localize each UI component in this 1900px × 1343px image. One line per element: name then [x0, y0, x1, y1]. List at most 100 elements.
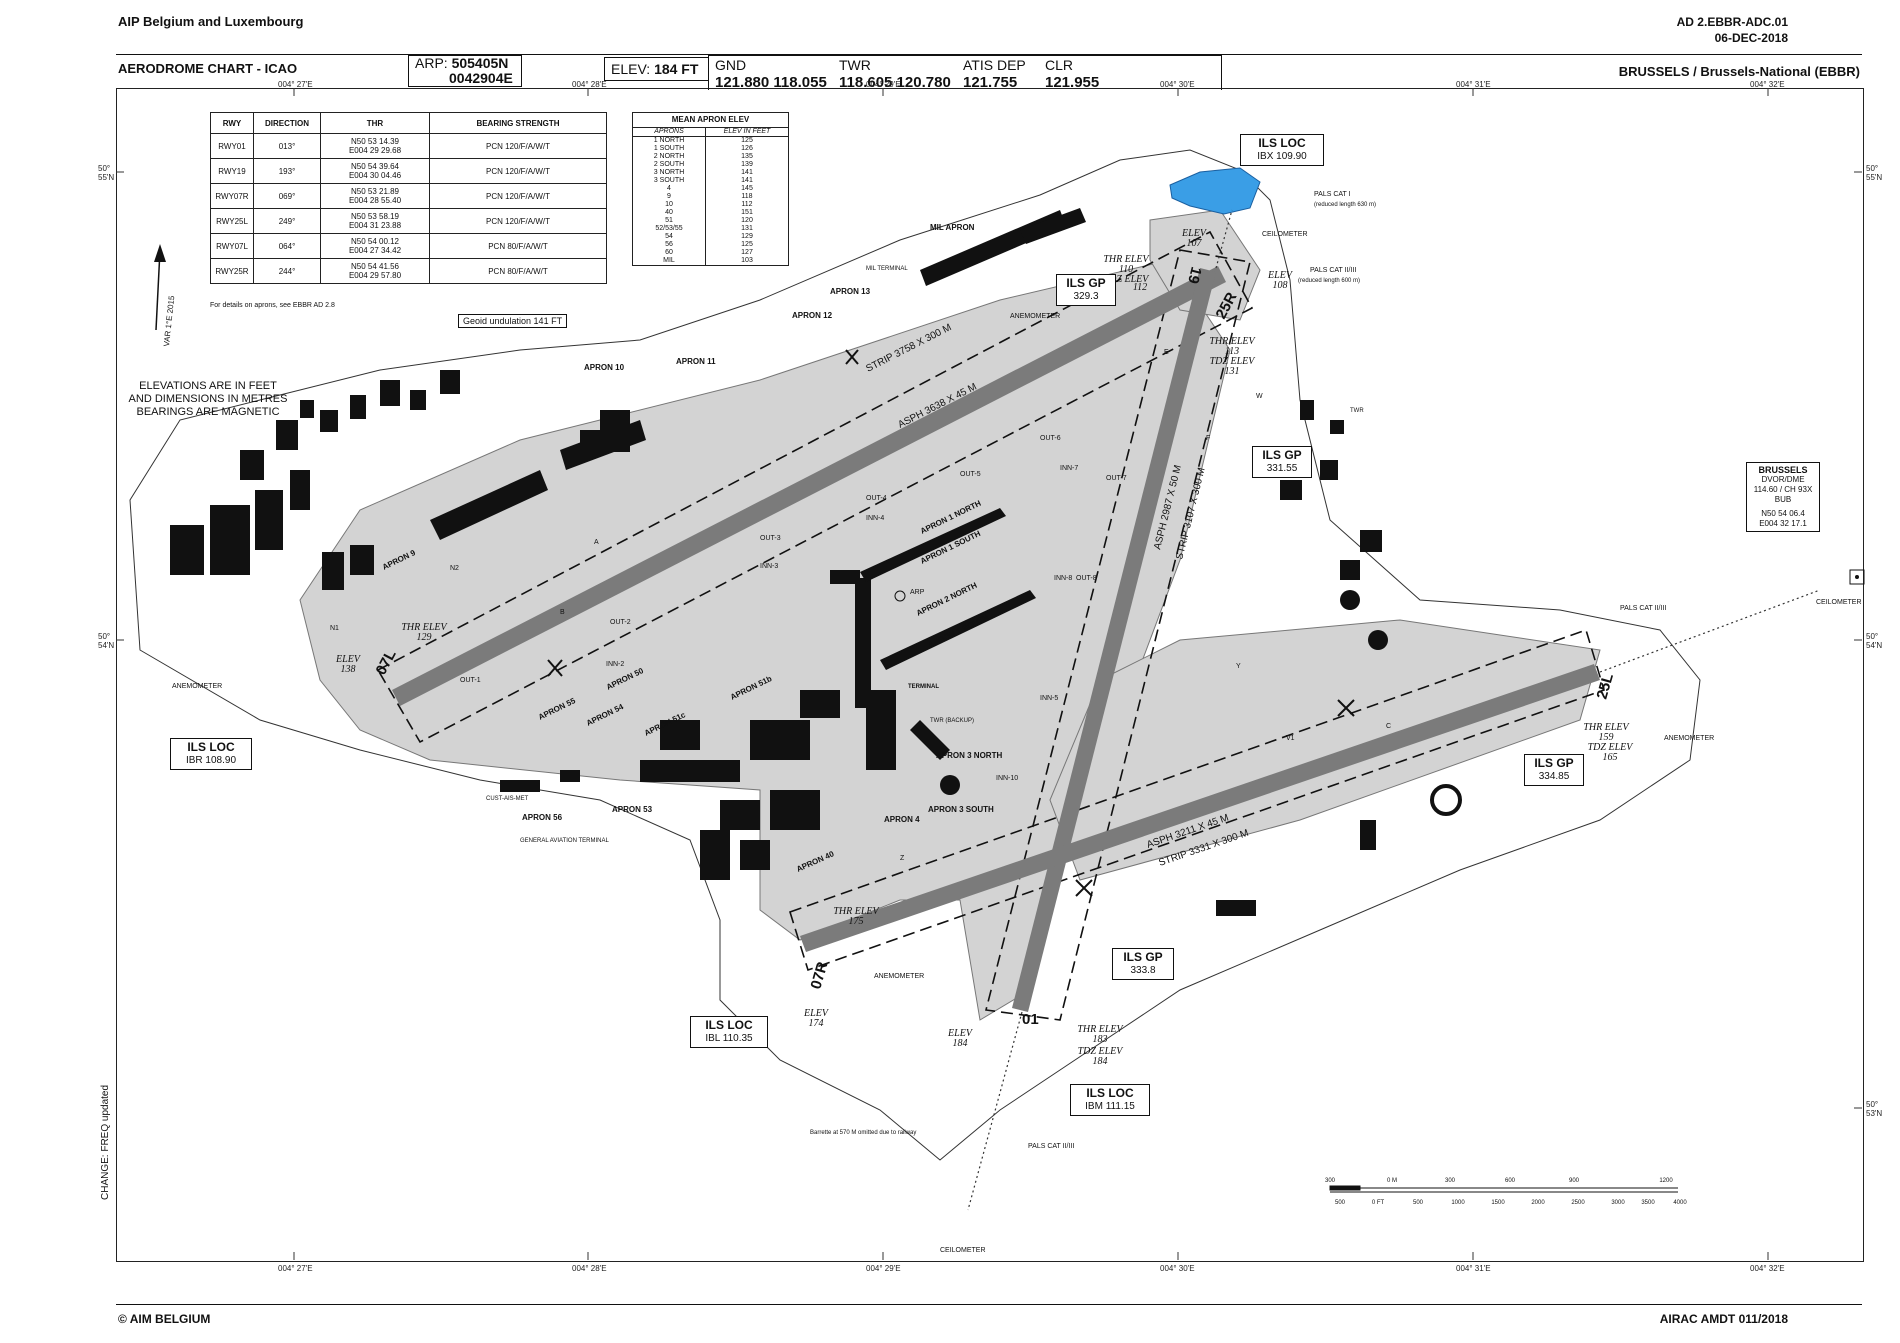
label-apron4: APRON 4: [884, 815, 920, 824]
label-apron53: APRON 53: [612, 805, 653, 814]
twy-inn8: INN-8: [1054, 575, 1072, 582]
thr-elev-01-value: 183: [1093, 1034, 1108, 1045]
apron-col-header: APRONS: [632, 127, 706, 137]
label-arp: ARP: [910, 589, 925, 596]
label-mil-apron: MIL APRON: [930, 223, 975, 232]
scale-ft-3: 1000: [1451, 1200, 1465, 1206]
terminal-connector: [855, 578, 871, 708]
twy-n2: N2: [450, 565, 459, 572]
thr-elev-19-value: 110: [1119, 264, 1133, 275]
arp-lat: 505405N: [451, 55, 509, 71]
runway-strips: [376, 230, 1605, 1021]
thr-elev-25r-label: THR ELEV: [1209, 336, 1256, 347]
thr-elev-07r-value: 175: [849, 916, 864, 927]
arp-label: ARP:: [415, 55, 448, 71]
tdz-elev-19-label: TDZ ELEV: [1104, 274, 1151, 285]
arp-symbol: [894, 590, 906, 602]
thr-elev-25l-label: THR ELEV: [1583, 722, 1630, 733]
footer-rule: [116, 1304, 1862, 1305]
label-apron12: APRON 12: [792, 311, 833, 320]
elev-01-value: 184: [953, 1038, 968, 1049]
scale-ft-1: 0 FT: [1372, 1200, 1385, 1206]
elev-label: ELEV:: [611, 61, 651, 77]
scale-ft-9: 4000: [1673, 1200, 1687, 1206]
pals-cat1: PALS CAT I: [1314, 191, 1351, 198]
bearing-col-header: BEARING STRENGTH: [429, 112, 607, 134]
scale-m-4: 900: [1569, 1178, 1580, 1184]
thr-elev-19-label: THR ELEV: [1103, 254, 1150, 265]
pier-c-stem: [910, 720, 950, 760]
geoid-note: Geoid undulation 141 FT: [458, 314, 568, 328]
label-mil-terminal: MIL TERMINAL: [866, 266, 908, 272]
elev-07r-value: 174: [809, 1018, 824, 1029]
twy-out7: OUT-7: [1106, 475, 1127, 482]
label-apron56: APRON 56: [522, 813, 563, 822]
arp-box: ARP: 505405N 0042904E: [408, 55, 522, 87]
tdz-elev-25r-value: 131: [1225, 366, 1240, 377]
arp-lon: 0042904E: [449, 70, 513, 86]
elev-07r-label: ELEV: [803, 1008, 830, 1019]
twy-out8: OUT-8: [1076, 575, 1097, 582]
twy-a: A: [594, 539, 599, 546]
pals-cat23-note: (reduced length 600 m): [1298, 278, 1360, 284]
dvor-box: BRUSSELS DVOR/DME 114.60 / CH 93X BUB N5…: [1746, 462, 1820, 532]
buildings: [170, 208, 1388, 916]
pals-cat23-south: PALS CAT II/III: [1028, 1143, 1074, 1150]
runway-01-19: [1012, 268, 1216, 1012]
rwy-25l-label: 25L: [1594, 672, 1617, 702]
scale-ft-0: 500: [1335, 1200, 1346, 1206]
lat-right-0: 50° 55'N: [1866, 164, 1883, 182]
north-arrow: [154, 244, 166, 331]
twy-inn2: INN-2: [606, 661, 624, 668]
graticule-ticks: [116, 88, 1862, 1260]
pals-cat23-north: PALS CAT II/III: [1310, 267, 1356, 274]
twy-out5: OUT-5: [960, 471, 981, 478]
terminal-piers: [830, 508, 1036, 795]
chart-frame: [116, 88, 1864, 1262]
dvor-symbol: [1849, 569, 1865, 585]
twy-out6: OUT-6: [1040, 435, 1061, 442]
label-terminal: TERMINAL: [908, 684, 939, 690]
runway-table-header: RWY DIRECTION THR BEARING STRENGTH: [210, 112, 607, 134]
units-note: ELEVATIONS ARE IN FEET AND DIMENSIONS IN…: [128, 380, 288, 418]
closed-markers: [547, 349, 1355, 897]
elev-box: ELEV: 184 FT: [604, 57, 710, 81]
twy-out2: OUT-2: [610, 619, 631, 626]
label-apron3s: APRON 3 SOUTH: [928, 805, 994, 814]
scale-m-0: 300: [1325, 1178, 1336, 1184]
anemometer-east: ANEMOMETER: [1664, 735, 1714, 742]
runway-07r-25l: [800, 664, 1600, 952]
twy-e: E: [1164, 349, 1169, 356]
thr-col-header: THR: [320, 112, 430, 134]
pals-cat1-note: (reduced length 630 m): [1314, 202, 1376, 208]
terminal-main: [866, 690, 896, 770]
twy-c: C: [1386, 723, 1391, 730]
apron-table-title: MEAN APRON ELEV: [632, 112, 789, 128]
scale-ft-6: 2500: [1571, 1200, 1585, 1206]
pier-b: [880, 590, 1036, 670]
tdz-elev-25r-label: TDZ ELEV: [1210, 356, 1257, 367]
pier-a: [860, 508, 1006, 582]
twy-inn3: INN-3: [760, 563, 778, 570]
scale-m-5: 1200: [1659, 1178, 1673, 1184]
